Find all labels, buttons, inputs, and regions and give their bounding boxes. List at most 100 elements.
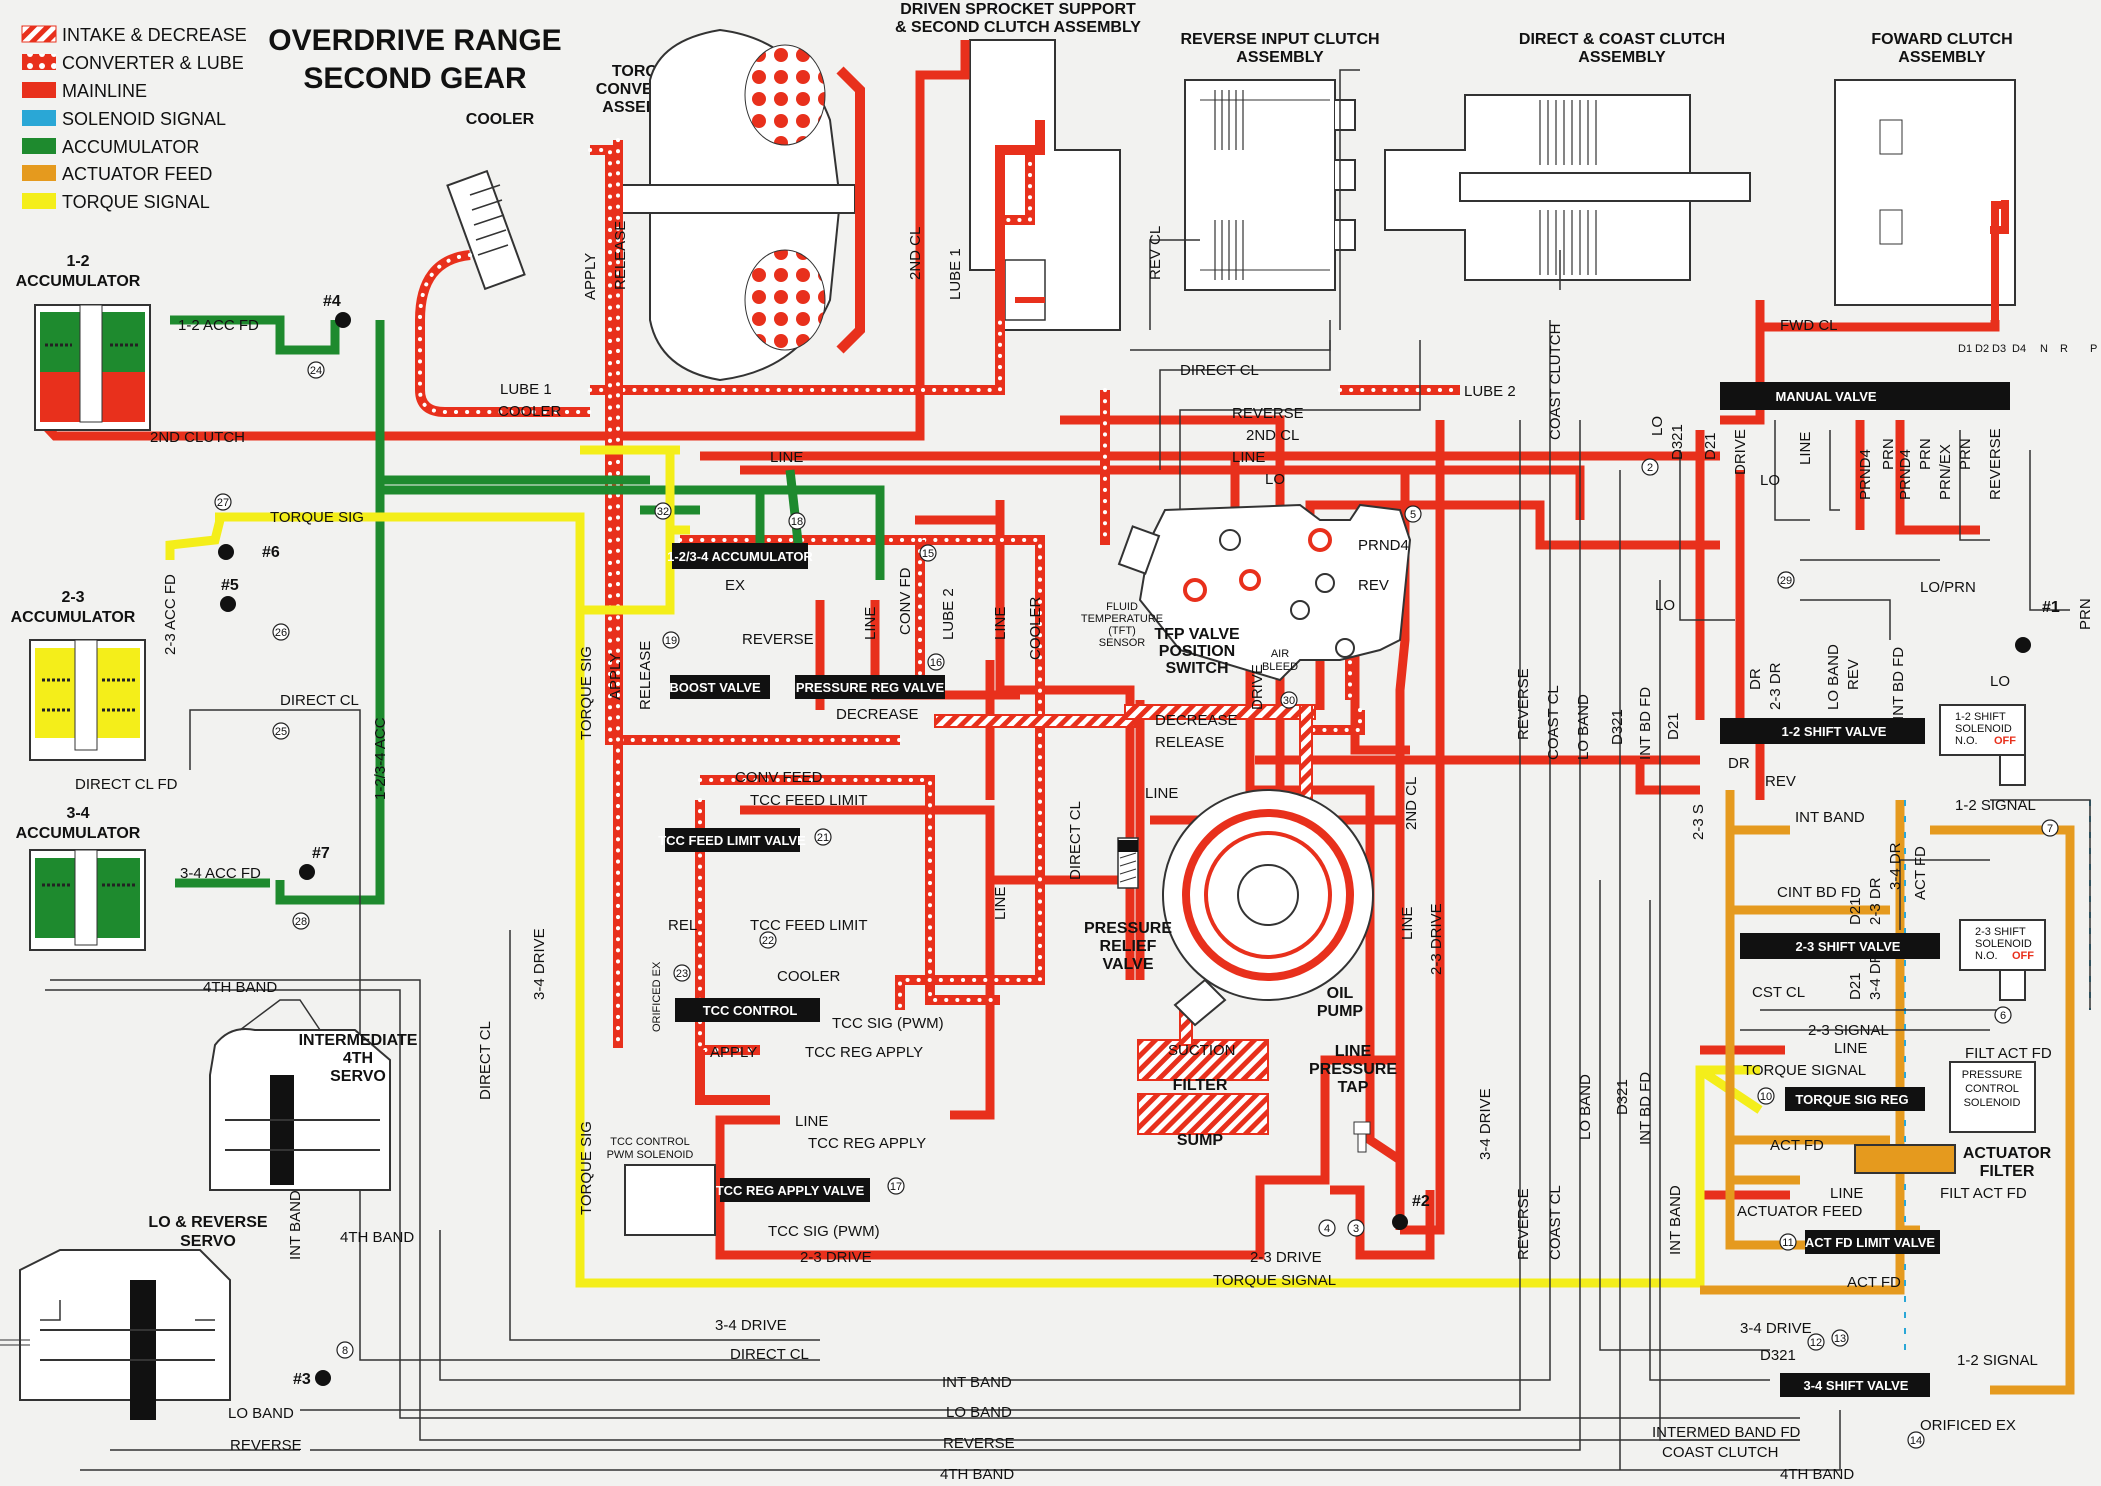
accumulator-3-4 [29, 849, 146, 951]
orifice-number: 7 [2047, 823, 2053, 835]
svg-text:#7: #7 [312, 845, 330, 862]
svg-text:DIRECT CL: DIRECT CL [477, 1021, 494, 1100]
orifice-number: 18 [791, 516, 803, 528]
filter [1137, 1039, 1269, 1081]
svg-text:D21: D21 [1702, 432, 1719, 460]
svg-text:OIL: OIL [1327, 985, 1354, 1002]
svg-text:FWD CL: FWD CL [1780, 317, 1838, 334]
converter-lube-circuits [588, 120, 1462, 1105]
checkball-7: #7 [299, 845, 330, 880]
tcc-control-valve: TCC CONTROL [675, 998, 820, 1022]
svg-text:FOWARD CLUTCH: FOWARD CLUTCH [1871, 31, 2012, 48]
shift-solenoid-2-3: 2-3 SHIFT SOLENOID N.O. OFF [1959, 919, 2046, 1001]
orifice-16: 16 [927, 653, 945, 671]
svg-text:COOLER: COOLER [1027, 596, 1044, 660]
svg-text:TORQUE SIG: TORQUE SIG [270, 509, 364, 526]
svg-text:2ND CL: 2ND CL [907, 227, 924, 280]
svg-text:PRESSURE: PRESSURE [1962, 1069, 2023, 1081]
orifice-13: 13 [1831, 1329, 1849, 1347]
svg-text:2-3: 2-3 [61, 589, 84, 606]
pressure-relief-valve [1117, 837, 1139, 889]
checkball-3: #3 [293, 1370, 331, 1388]
svg-text:REV CL: REV CL [1147, 226, 1164, 280]
orifice-number: 21 [817, 832, 829, 844]
reverse-input-clutch [1184, 79, 1356, 291]
svg-text:DIRECT & COAST CLUTCH: DIRECT & COAST CLUTCH [1519, 31, 1725, 48]
orifice-number: 32 [657, 506, 669, 518]
shift-valve-3-4: 3-4 SHIFT VALVE [1780, 1373, 1930, 1397]
cooler-label: COOLER [466, 111, 535, 128]
suction-label: SUCTION [1168, 1042, 1236, 1059]
line-pressure-tap-label: LINE PRESSURE TAP [1309, 1043, 1397, 1096]
svg-text:2ND CLUTCH: 2ND CLUTCH [150, 429, 245, 446]
svg-text:D1: D1 [1958, 343, 1972, 355]
svg-text:TORQUE SIGNAL: TORQUE SIGNAL [1213, 1272, 1336, 1289]
svg-text:3-4 DRIVE: 3-4 DRIVE [1477, 1088, 1494, 1160]
orifice-number: 8 [342, 1345, 348, 1357]
svg-text:1-2 SHIFT VALVE: 1-2 SHIFT VALVE [1782, 724, 1887, 739]
svg-text:MAINLINE: MAINLINE [62, 81, 147, 101]
svg-text:SOLENOID SIGNAL: SOLENOID SIGNAL [62, 109, 226, 129]
unpressurized-circuits [45, 69, 2091, 1471]
lo-reverse-servo-label: LO & REVERSE SERVO [148, 1214, 267, 1250]
orifice-6: 6 [1994, 1006, 2012, 1024]
svg-text:COAST CL: COAST CL [1547, 1185, 1564, 1260]
svg-text:LO BAND: LO BAND [1577, 1074, 1594, 1140]
svg-text:LINE: LINE [992, 887, 1009, 920]
svg-text:#1: #1 [2042, 599, 2060, 616]
orifice-18: 18 [788, 512, 806, 530]
legend-item-solenoid-signal: SOLENOID SIGNAL [22, 109, 226, 129]
orifice-22: 22 [759, 931, 777, 949]
svg-text:TCC FEED LIMIT: TCC FEED LIMIT [750, 792, 868, 809]
svg-text:D321: D321 [1609, 709, 1626, 745]
legend-item-converter-lube: CONVERTER & LUBE [22, 53, 244, 73]
svg-text:PRN: PRN [1917, 438, 1934, 470]
orifice-28: 28 [292, 912, 310, 930]
orifice-number: 19 [665, 635, 677, 647]
circuit-labels: 1-2 ACC FD 2ND CLUTCH TORQUE SIG 2-3 ACC… [75, 221, 2094, 1483]
orifice-number: 30 [1283, 695, 1295, 707]
orifice-29: 29 [1777, 571, 1795, 589]
legend-item-torque-signal: TORQUE SIGNAL [22, 192, 210, 212]
svg-text:D3: D3 [1992, 343, 2006, 355]
svg-text:#5: #5 [221, 577, 239, 594]
svg-text:ACTUATOR: ACTUATOR [1963, 1145, 2052, 1162]
orifice-numbers: 2345678101112131415161718192021222324252… [214, 361, 2059, 1449]
svg-text:CST CL: CST CL [1752, 984, 1805, 1001]
svg-text:TCC REG APPLY VALVE: TCC REG APPLY VALVE [716, 1183, 865, 1198]
svg-text:DECREASE: DECREASE [836, 706, 919, 723]
orifice-15: 15 [919, 544, 937, 562]
svg-text:SOLENOID: SOLENOID [1964, 1097, 2021, 1109]
svg-text:1-2 SIGNAL: 1-2 SIGNAL [1955, 797, 2036, 814]
tcc-feed-limit-valve: TCC FEED LIMIT VALVE [658, 828, 806, 852]
svg-text:SWITCH: SWITCH [1165, 660, 1228, 677]
orifice-number: 23 [676, 968, 688, 980]
svg-text:ASSEMBLY: ASSEMBLY [1578, 49, 1666, 66]
orifice-number: 3 [1353, 1223, 1359, 1235]
solenoid-1-2-off: OFF [1994, 735, 2016, 747]
svg-text:REVERSE: REVERSE [1515, 1188, 1532, 1260]
svg-text:APPLY: APPLY [710, 1044, 757, 1061]
driven-sprocket-second-clutch [969, 39, 1121, 331]
svg-text:POSITION: POSITION [1159, 643, 1235, 660]
svg-text:D21: D21 [1847, 972, 1864, 1000]
svg-text:D4: D4 [2012, 343, 2026, 355]
svg-text:RELIEF: RELIEF [1100, 938, 1157, 955]
gear-position-labels: D1 D2 D3 D4 N R P [1958, 343, 2097, 355]
svg-text:ACCUMULATOR: ACCUMULATOR [16, 273, 141, 290]
svg-text:REV: REV [1845, 659, 1862, 690]
mainline-circuits [36, 40, 2000, 1260]
oil-pump-label: OIL PUMP [1317, 985, 1364, 1020]
pressure-regulator-valve: PRESSURE REG VALVE [795, 675, 945, 699]
intermediate-4th-servo-label: INTERMEDIATE 4TH SERVO [299, 1032, 418, 1085]
svg-text:2-3 S: 2-3 S [1690, 804, 1707, 840]
svg-text:2ND CL: 2ND CL [1246, 427, 1299, 444]
orifice-24: 24 [307, 361, 325, 379]
svg-text:LINE: LINE [992, 607, 1009, 640]
orifice-number: 16 [930, 657, 942, 669]
svg-text:3-4 SHIFT VALVE: 3-4 SHIFT VALVE [1804, 1378, 1909, 1393]
svg-text:TORQUE SIG REG: TORQUE SIG REG [1795, 1092, 1908, 1107]
svg-text:INT BAND: INT BAND [1795, 809, 1865, 826]
svg-text:DRIVE: DRIVE [1249, 664, 1266, 710]
